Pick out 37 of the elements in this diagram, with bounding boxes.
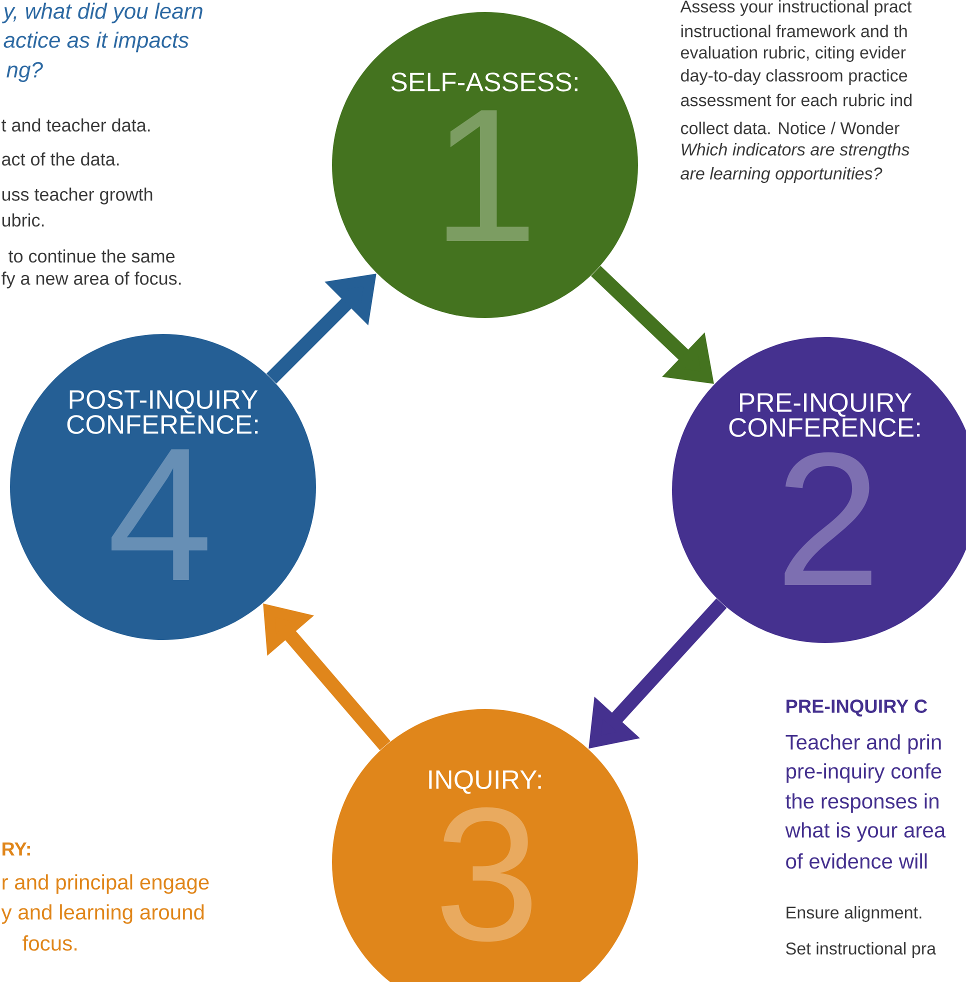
text-line: the responses in [786,793,938,813]
step-label: PRE-INQUIRY CONFERENCE: [729,393,920,437]
text-line: PRE-INQUIRY C [786,700,928,716]
text-line: pre-inquiry confe [786,763,942,783]
step-number: 4 [112,449,208,580]
step-number: 2 [784,452,872,585]
step-label: INQUIRY: [429,770,541,794]
text-line: ng? [6,62,43,82]
text-line: Ensure alignment. [786,906,922,922]
text-line: y and learning around [1,904,204,924]
text-line: Teacher and prin [786,734,941,754]
text-line: day-to-day classroom practice [680,69,908,85]
text-line: fy a new area of focus. [2,272,181,288]
text-line: what is your area [785,822,946,842]
step-label: POST-INQUIRY CONFERENCE: [67,390,258,434]
text-line: of evidence will [786,853,927,869]
step-number: 1 [446,110,529,241]
text-line: uss teacher growth [2,188,152,204]
text-line: act of the data. [2,152,119,166]
text-line: RY: [2,842,30,856]
text-line: assessment for each rubric ind [681,94,912,106]
text-line: actice as it impacts [4,32,189,52]
text-line: Which indicators are strengths [682,143,910,159]
text-line: focus. [22,935,77,951]
step-label: SELF-ASSESS: [391,72,578,92]
text-line: to continue the same [8,249,175,263]
step-number: 3 [441,807,532,942]
text-line: Set instructional pra [786,942,936,958]
text-line: collect data. Notice / Wonder [681,122,900,134]
text-line: are learning opportunities? [680,167,882,183]
text-line: instructional framework and th [681,24,907,38]
text-line: ubric. [2,213,44,227]
text-line: y, what did you learn [2,2,202,24]
text-line: r and principal engage [2,874,209,894]
text-line: Assess your instructional pract [680,0,912,16]
text-line: t and teacher data. [2,118,150,132]
text-line: evaluation rubric, citing evider [681,46,906,62]
